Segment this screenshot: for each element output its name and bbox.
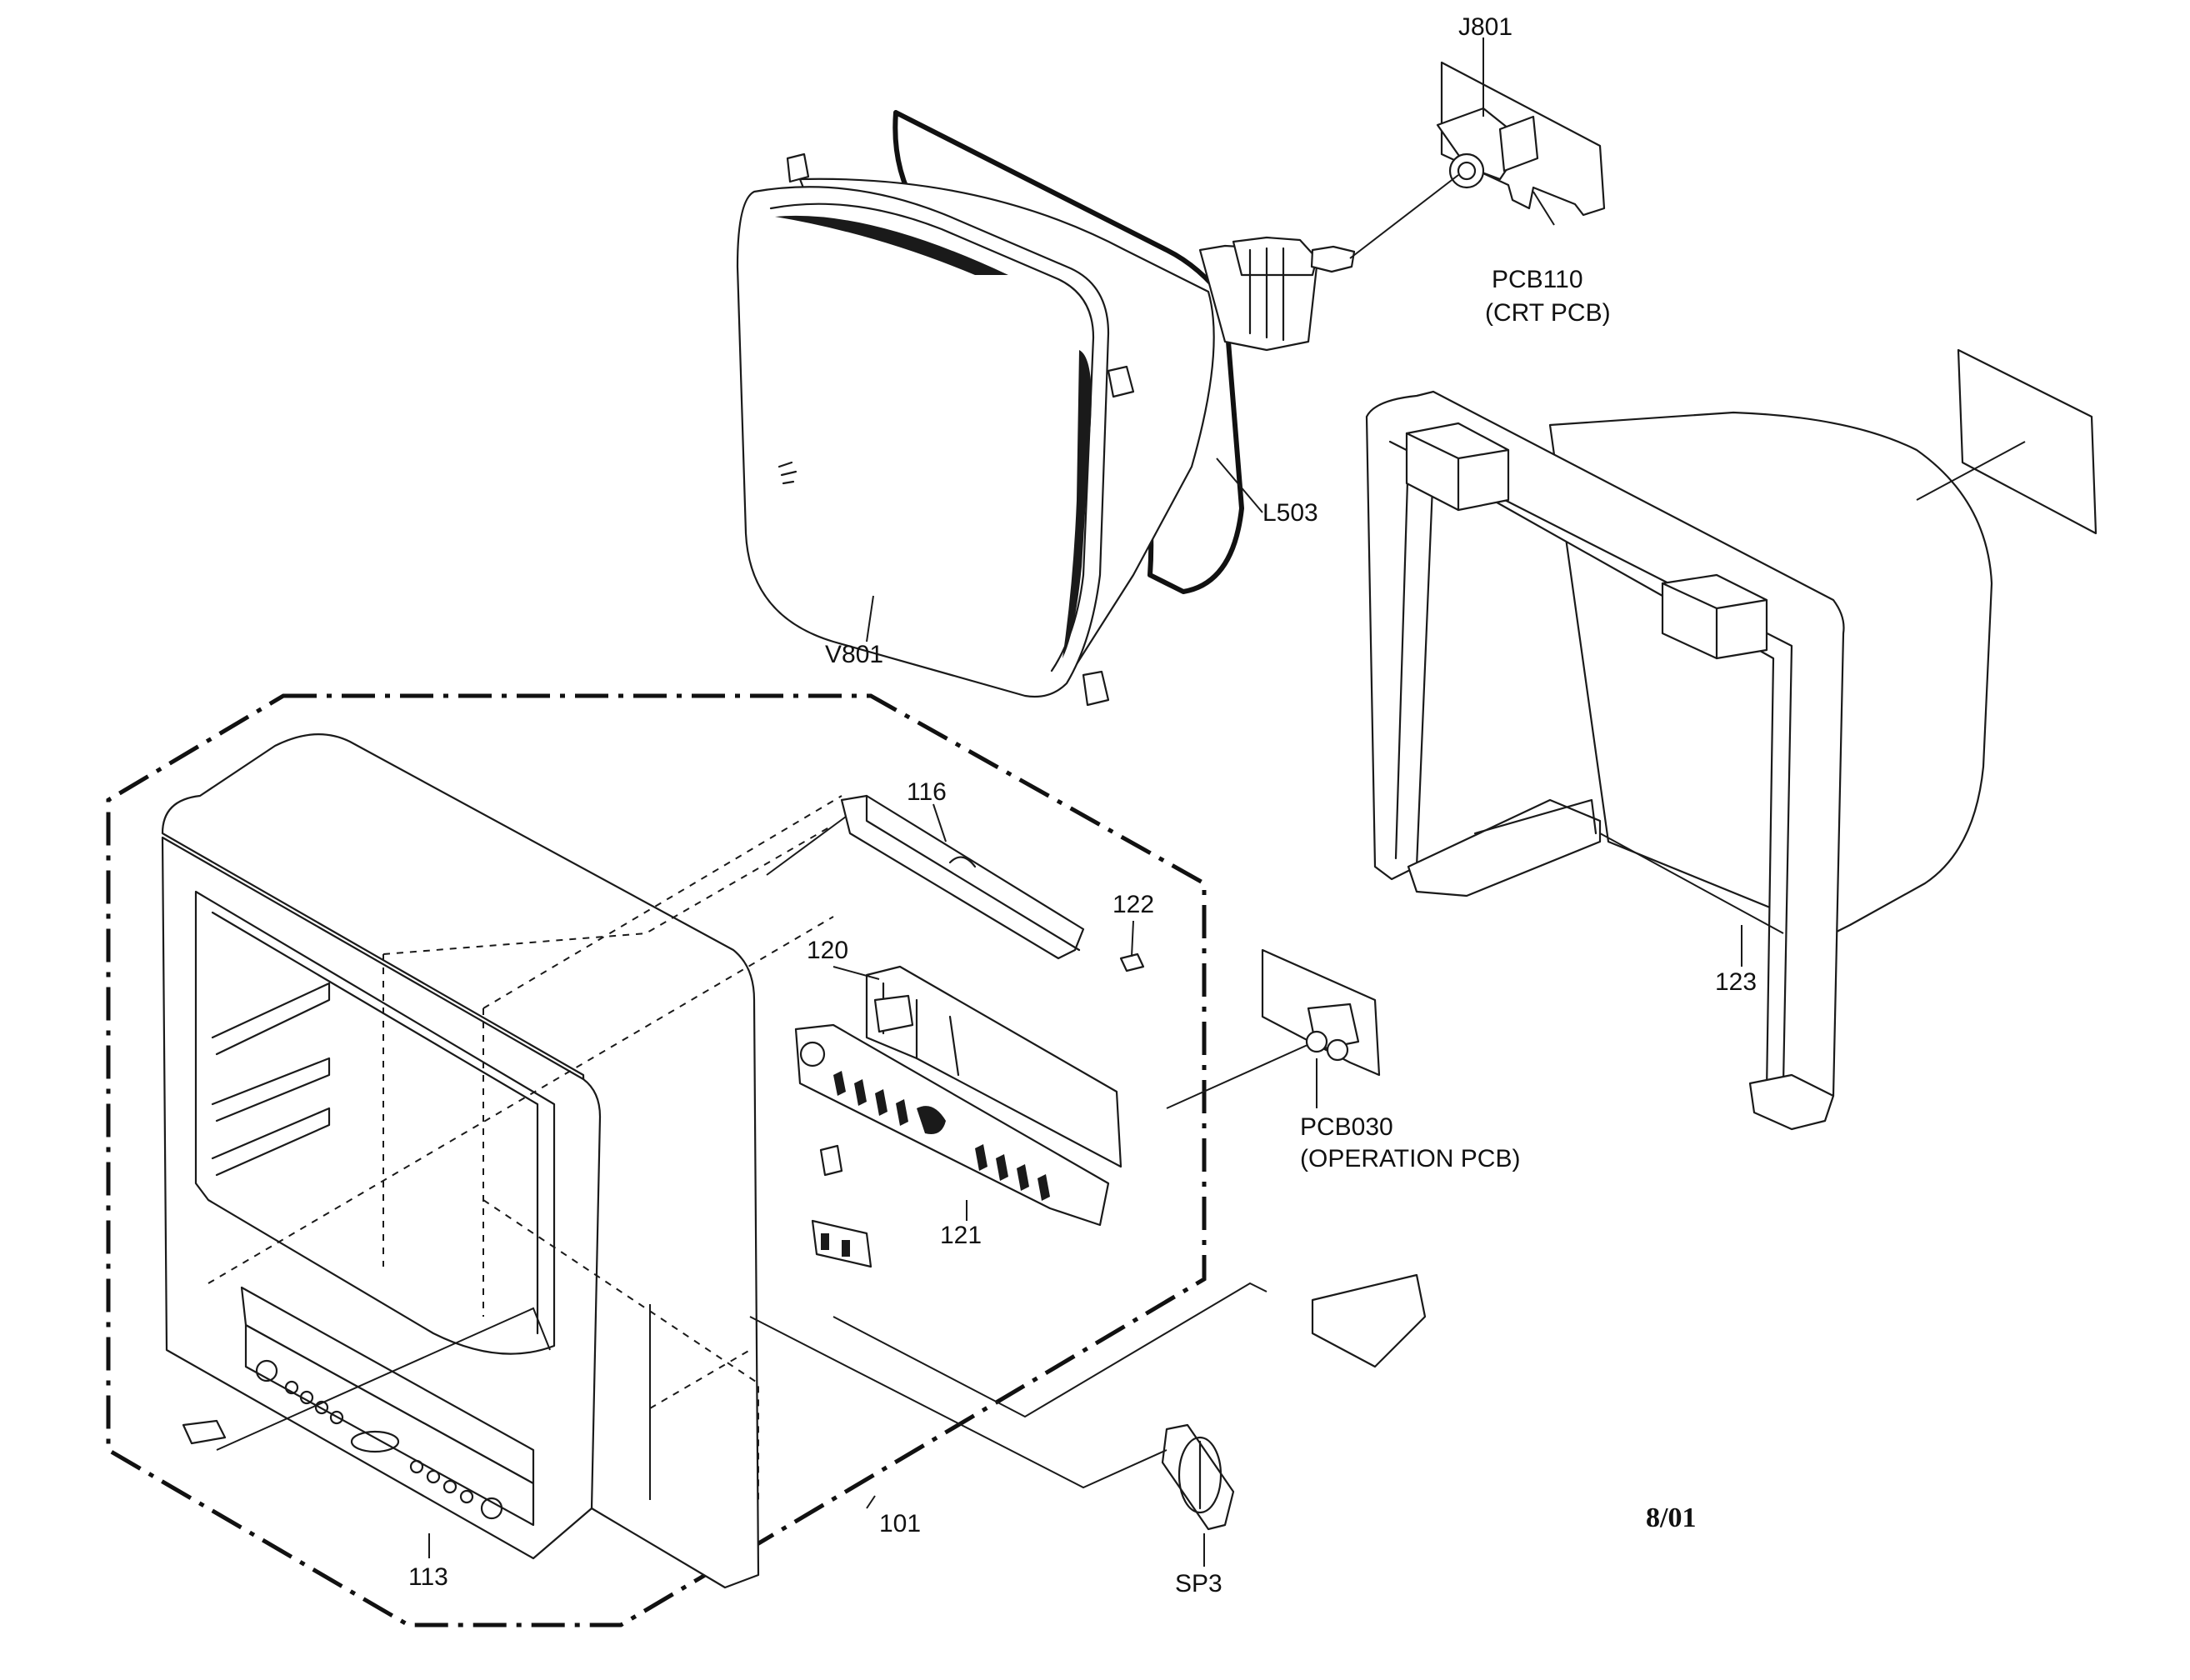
front-cabinet-group-outline: [106, 693, 1207, 1628]
label-sp3: SP3: [1175, 1570, 1222, 1598]
label-113: 113: [408, 1563, 448, 1591]
label-pcb110: PCB110: [1492, 266, 1583, 293]
label-pcb030: PCB030: [1300, 1113, 1393, 1141]
label-116: 116: [907, 778, 947, 806]
label-101: 101: [879, 1510, 921, 1538]
label-j801: J801: [1458, 13, 1512, 41]
label-v801: V801: [825, 641, 883, 668]
crt-pcb-board: [1436, 61, 1606, 217]
crt-picture-tube: [736, 110, 1356, 707]
speaker-bracket-line: [832, 1282, 1268, 1418]
label-122: 122: [1112, 891, 1154, 918]
cabinet-back: [1365, 348, 2098, 1131]
revision-date: 8/01: [1646, 1502, 1696, 1533]
label-121: 121: [940, 1222, 982, 1249]
label-l503: L503: [1262, 499, 1318, 527]
label-123: 123: [1715, 968, 1757, 996]
assembly-guide-lines: [208, 795, 1334, 1500]
front-cabinet: [161, 733, 760, 1589]
inner-parts: [794, 794, 1145, 1268]
label-120: 120: [807, 937, 848, 964]
neck-connection-line: [1349, 174, 1459, 259]
label-pcb110-desc: (CRT PCB): [1485, 299, 1611, 327]
speaker: [1161, 1423, 1235, 1531]
label-pcb030-desc: (OPERATION PCB): [1300, 1145, 1520, 1172]
speaker-cable: [749, 1316, 1168, 1489]
label-leader-lines: [428, 38, 1742, 1567]
speaker-label-sheet: [1311, 1273, 1427, 1368]
operation-pcb-board: [1261, 948, 1381, 1077]
